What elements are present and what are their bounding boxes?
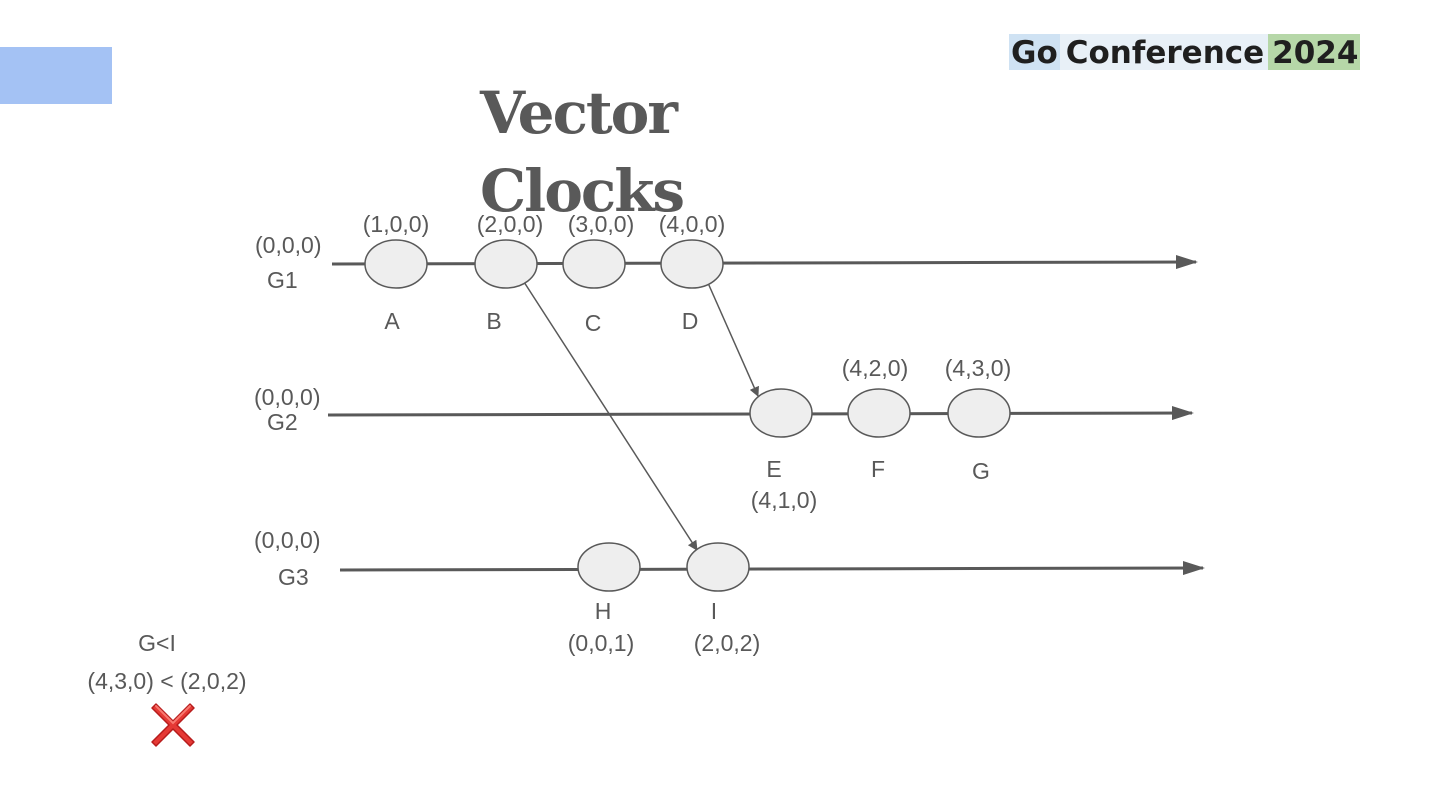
event-d-label: D (682, 308, 699, 334)
event-g-node (947, 388, 1011, 438)
event-a-label: A (384, 308, 400, 334)
event-b-clock: (2,0,0) (477, 211, 543, 237)
comparison-relation: G<I (138, 630, 176, 656)
event-g-label: G (972, 458, 990, 484)
event-h-label: H (595, 598, 612, 624)
slide-title: Vector Clocks (480, 74, 740, 230)
slide-title-line2: Clocks (480, 157, 685, 225)
timeline-g3 (339, 561, 1205, 576)
event-c-clock: (3,0,0) (568, 211, 634, 237)
event-f-label: F (871, 456, 885, 482)
cross-mark-icon (151, 703, 195, 747)
brand-year: 2024 (1268, 34, 1361, 71)
event-d-clock: (4,0,0) (659, 211, 725, 237)
event-i-label: I (711, 598, 717, 624)
conference-logo: Go Conference 2024 (1009, 34, 1361, 71)
brand-go: Go (1009, 34, 1060, 71)
event-e-clock: (4,1,0) (751, 487, 817, 513)
brand-conference: Conference (1059, 34, 1269, 71)
event-f-node (847, 388, 911, 438)
process-g3-initial-clock: (0,0,0) (254, 527, 320, 553)
event-h-clock: (0,0,1) (568, 630, 634, 656)
event-b-node (474, 239, 538, 289)
event-h-node (577, 542, 641, 592)
process-g3-name: G3 (278, 564, 309, 590)
event-f-clock: (4,2,0) (842, 355, 908, 381)
timeline-g1 (331, 255, 1198, 270)
event-c-label: C (585, 310, 602, 336)
event-a-node (364, 239, 428, 289)
process-g2-name: G2 (267, 409, 298, 435)
event-c-node (562, 239, 626, 289)
event-i-clock: (2,0,2) (694, 630, 760, 656)
event-i-node (686, 542, 750, 592)
event-b-label: B (486, 308, 501, 334)
accent-block (0, 47, 112, 104)
comparison-expression: (4,3,0) < (2,0,2) (87, 668, 246, 694)
event-a-clock: (1,0,0) (363, 211, 429, 237)
event-e-node (749, 388, 813, 438)
process-g1-name: G1 (267, 267, 298, 293)
event-d-node (660, 239, 724, 289)
message-arrow-d-to-e (707, 282, 759, 397)
event-e-label: E (766, 456, 781, 482)
process-g2-initial-clock: (0,0,0) (254, 384, 320, 410)
message-arrow-b-to-i (523, 281, 698, 551)
event-g-clock: (4,3,0) (945, 355, 1011, 381)
process-g1-initial-clock: (0,0,0) (255, 232, 321, 258)
slide-title-line1: Vector (480, 79, 678, 147)
